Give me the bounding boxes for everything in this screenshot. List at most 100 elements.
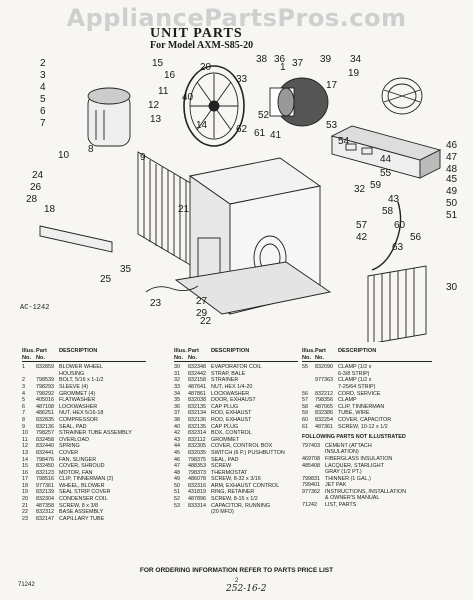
part-number-cell: 832859: [36, 364, 54, 371]
header-description: DESCRIPTION: [211, 348, 250, 354]
description-cell: & OWNER'S MANUAL: [325, 495, 380, 502]
blower-wheel: [381, 77, 423, 115]
callout-number: 57: [356, 220, 368, 231]
table-row: INSULATION): [302, 449, 432, 456]
part-number-cell: 485408: [302, 462, 320, 469]
callout-number: 11: [158, 86, 169, 97]
description-cell: COVER: [59, 449, 79, 456]
description-cell: FIBERGLASS INSULATION: [325, 455, 393, 462]
description-cell: BLOWER WHEEL: [59, 364, 104, 371]
part-number-cell: [36, 371, 59, 378]
description-cell: GROMMET (4): [59, 390, 96, 397]
callout-number: 9: [140, 152, 146, 163]
part-number-cell: 832441: [36, 449, 54, 456]
part-number-cell: 832442: [188, 370, 206, 377]
callout-number: 30: [446, 282, 458, 293]
description-cell: ROD, EXHAUST: [211, 410, 252, 417]
part-number-cell: 832038: [188, 397, 206, 404]
description-cell: WHEEL, BLOWER: [59, 482, 105, 489]
illus-number-cell: 15: [22, 463, 28, 470]
callout-number: 56: [410, 232, 422, 243]
illus-number-cell: 56: [302, 390, 308, 397]
description-cell: CLAMP (1/2 x: [338, 364, 372, 371]
illus-number-cell: [174, 509, 188, 516]
table-row: (20 MFD): [174, 509, 298, 516]
callout-number: 63: [392, 242, 404, 253]
illus-number-cell: 51: [174, 489, 180, 496]
description-cell: COVER, CONTROL BOX: [211, 443, 273, 450]
illus-number-cell: [302, 384, 315, 391]
page-number: 2: [235, 578, 239, 584]
part-number-cell: [302, 495, 325, 502]
description-cell: SLEEVE (4): [59, 383, 89, 390]
part-number-cell: 798375: [188, 456, 206, 463]
part-number-cell: 798476: [36, 456, 54, 463]
illus-number-cell: 12: [22, 443, 28, 450]
illus-number-cell: 17: [22, 476, 28, 483]
callout-number: 54: [338, 136, 350, 147]
part-number-cell: [188, 509, 211, 516]
illus-number-cell: 48: [174, 469, 180, 476]
part-number-cell: 832212: [315, 390, 333, 397]
part-number-cell: 832254: [315, 416, 333, 423]
illus-number-cell: 14: [22, 456, 28, 463]
description-cell: CONDENSER COIL: [59, 496, 108, 503]
callout-number: 23: [150, 298, 162, 309]
description-cell: CAP PLUG: [211, 403, 239, 410]
description-cell: COVER, CAPACITOR: [338, 416, 392, 423]
part-number-cell: 832135: [188, 423, 206, 430]
part-number-cell: 832134: [188, 410, 206, 417]
illus-number-cell: 3: [22, 383, 25, 390]
callout-number: 58: [382, 206, 394, 217]
illus-number-cell: 34: [174, 390, 180, 397]
callout-number: 32: [354, 184, 366, 195]
part-number-cell: 487896: [188, 496, 206, 503]
callout-number: 35: [120, 264, 132, 275]
part-number-cell: 487361: [315, 423, 333, 430]
part-number-cell: 832139: [36, 489, 54, 496]
callout-number: 14: [196, 120, 208, 131]
part-number-cell: 832386: [315, 410, 333, 417]
callout-number: 39: [320, 54, 332, 65]
description-cell: COVER, SHROUD: [59, 463, 105, 470]
part-number-cell: 488353: [188, 463, 206, 470]
part-number-cell: 832440: [36, 443, 54, 450]
illus-number-cell: 30: [174, 364, 180, 371]
illus-number-cell: 20: [22, 496, 28, 503]
description-cell: STRAINER TUBE ASSEMBLY: [59, 430, 132, 437]
callout-number: 25: [100, 274, 112, 285]
diagram-code: AC-1242: [20, 304, 50, 312]
control-box: [330, 125, 442, 179]
part-number-cell: 832135: [188, 403, 206, 410]
description-cell: TUBE, WIRE: [338, 410, 370, 417]
description-cell: COMPRESSOR: [59, 416, 98, 423]
illus-number-cell: 60: [302, 416, 308, 423]
description-cell: FAN, SLINGER: [59, 456, 97, 463]
callout-number: 27: [196, 296, 208, 307]
description-cell: EVAPORATOR COIL: [211, 364, 262, 371]
description-cell: CLIP, TINNERMAN (2): [59, 476, 114, 483]
part-number-cell: 832458: [36, 436, 54, 443]
part-number-cell: 487641: [188, 383, 206, 390]
callout-number: 20: [200, 62, 212, 73]
